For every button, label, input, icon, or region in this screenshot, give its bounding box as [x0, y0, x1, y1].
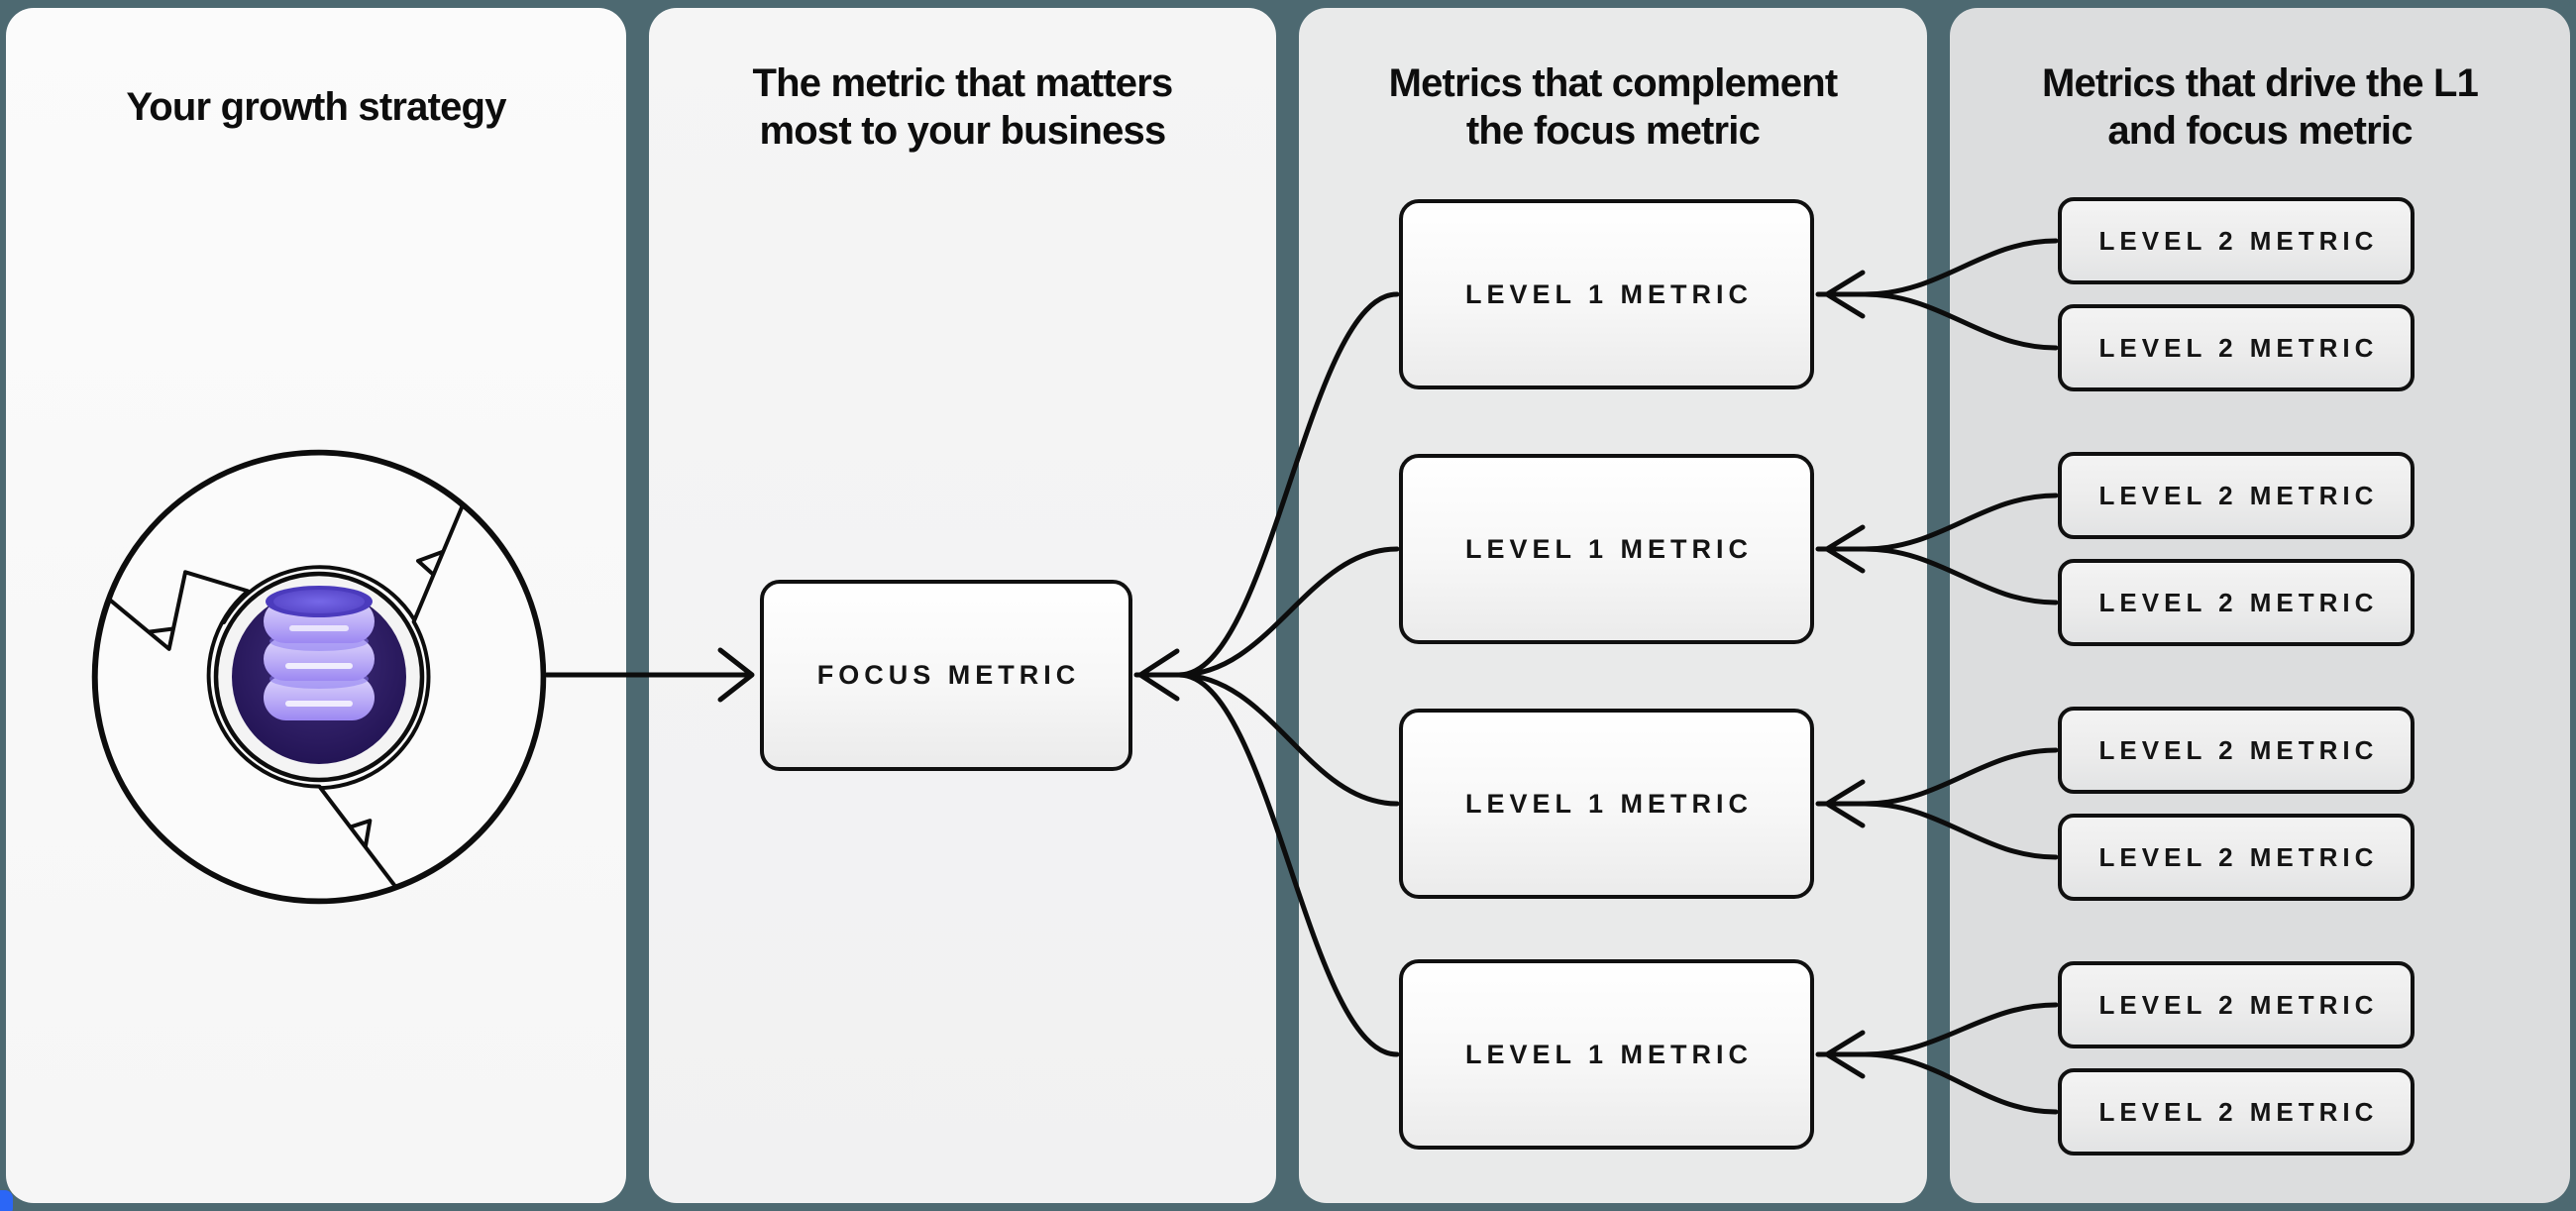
level2-metric-label: LEVEL 2 METRIC	[2098, 587, 2379, 617]
title-line: Metrics that complement	[1388, 61, 1839, 105]
title-line: the focus metric	[1465, 109, 1761, 153]
level1-metric-node: LEVEL 1 METRIC	[1399, 959, 1814, 1150]
level2-metric-node: LEVEL 2 METRIC	[2058, 814, 2415, 901]
panel-focus-metric-title: The metric that matters most to your bus…	[649, 48, 1276, 166]
corner-logo-chip	[0, 1190, 13, 1211]
title-line: most to your business	[759, 109, 1167, 153]
level2-metric-label: LEVEL 2 METRIC	[2098, 332, 2379, 363]
level2-metric-label: LEVEL 2 METRIC	[2098, 734, 2379, 765]
level1-metric-label: LEVEL 1 METRIC	[1464, 533, 1754, 564]
focus-metric-label: FOCUS METRIC	[816, 660, 1081, 690]
level2-metric-node: LEVEL 2 METRIC	[2058, 304, 2415, 391]
panel-growth-strategy-title: Your growth strategy	[6, 48, 626, 166]
level2-metric-label: LEVEL 2 METRIC	[2098, 225, 2379, 256]
title-line: Your growth strategy	[126, 85, 506, 129]
level2-metric-node: LEVEL 2 METRIC	[2058, 961, 2415, 1048]
level1-metric-label: LEVEL 1 METRIC	[1464, 278, 1754, 309]
database-icon	[264, 586, 375, 720]
panel-level1-metrics-title: Metrics that complement the focus metric	[1299, 48, 1927, 166]
level2-metric-node: LEVEL 2 METRIC	[2058, 559, 2415, 646]
level2-metric-node: LEVEL 2 METRIC	[2058, 1068, 2415, 1156]
panel-level2-metrics-title: Metrics that drive the L1 and focus metr…	[1950, 48, 2570, 166]
level1-metric-label: LEVEL 1 METRIC	[1464, 788, 1754, 819]
title-line: Metrics that drive the L1	[2041, 61, 2479, 105]
level1-metric-node: LEVEL 1 METRIC	[1399, 709, 1814, 899]
panel-focus-metric: The metric that matters most to your bus…	[649, 8, 1276, 1203]
level2-metric-label: LEVEL 2 METRIC	[2098, 989, 2379, 1020]
focus-metric-node: FOCUS METRIC	[760, 580, 1132, 771]
level1-metric-label: LEVEL 1 METRIC	[1464, 1039, 1754, 1069]
title-line: and focus metric	[2107, 109, 2413, 153]
level1-metric-node: LEVEL 1 METRIC	[1399, 454, 1814, 644]
level2-metric-node: LEVEL 2 METRIC	[2058, 707, 2415, 794]
flywheel-icon	[91, 449, 547, 905]
level2-metric-label: LEVEL 2 METRIC	[2098, 1096, 2379, 1127]
level2-metric-label: LEVEL 2 METRIC	[2098, 841, 2379, 872]
flywheel-blades	[93, 451, 545, 903]
level2-metric-node: LEVEL 2 METRIC	[2058, 197, 2415, 284]
level2-metric-node: LEVEL 2 METRIC	[2058, 452, 2415, 539]
level1-metric-node: LEVEL 1 METRIC	[1399, 199, 1814, 389]
level2-metric-label: LEVEL 2 METRIC	[2098, 480, 2379, 510]
title-line: The metric that matters	[752, 61, 1174, 105]
